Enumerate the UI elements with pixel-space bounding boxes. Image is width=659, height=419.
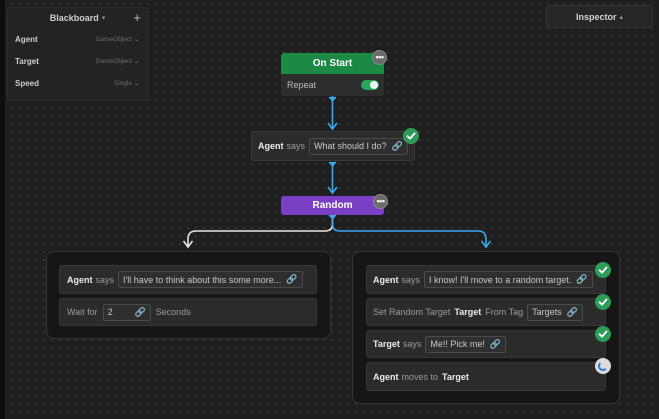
link-icon[interactable]: 🔗 [576,274,588,284]
blackboard-row-speed[interactable]: Speed Single⌄ [8,72,147,94]
wire-arrow [327,186,338,195]
verb-label: says [401,274,421,285]
success-check-icon [595,262,611,278]
blackboard-row-target[interactable]: Target GameObject⌄ [8,50,147,72]
link-icon[interactable]: 🔗 [391,140,403,151]
subject-label: Agent [373,371,399,382]
set-target-middle: From Tag [485,307,524,317]
variable-type: GameObject [95,35,132,43]
subject-label: Agent [258,141,284,151]
verb-label: says [95,274,115,285]
set-target-prefix: Set Random Target [373,307,451,317]
tag-field[interactable]: Targets 🔗 [527,303,583,321]
success-check-icon [595,294,611,310]
inspector-label: Inspector [575,11,617,22]
wait-node[interactable]: Wait for 2🔗 Seconds [59,298,317,326]
message-field[interactable]: I'll have to think about this some more.… [118,271,303,288]
wire-arrow [480,240,492,249]
variable-type-dropdown[interactable]: GameObject⌄ [95,58,139,65]
on-start-title: On Start [281,53,384,74]
wire-arrow-top [328,214,337,220]
wire-random-to-left [187,215,334,247]
on-start-body: Repeat [281,74,384,96]
chevron-down-icon: ⌄ [133,36,139,43]
random-node[interactable]: Random [281,196,384,215]
message-text: I know! I'll move to a random target. [429,274,572,285]
wire-arrow [327,122,338,131]
message-text: What should I do? [314,141,387,151]
add-variable-button[interactable]: + [133,10,141,25]
wait-duration-field[interactable]: 2🔗 [102,303,151,321]
check-icon [598,298,608,306]
set-target-keyword: Target [454,307,482,317]
message-field[interactable]: I know! I'll move to a random target. 🔗 [424,271,593,288]
wire-arrow [182,240,194,249]
variable-type-dropdown[interactable]: Single⌄ [114,80,139,87]
verb-label: moves to [401,371,439,382]
target-says-node[interactable]: Target says Me!! Pick me! 🔗 [366,330,606,358]
move-target-label: Target [442,371,469,382]
verb-label: says [402,339,422,349]
variable-name: Speed [15,78,40,88]
message-field[interactable]: Me!! Pick me! 🔗 [425,335,507,353]
link-icon[interactable]: 🔗 [134,306,146,317]
wire-arrow-top [328,96,337,102]
chevron-down-icon: ⌄ [133,58,139,65]
wire-random-to-right [331,215,487,247]
blackboard-title: Blackboard [49,13,99,23]
left-edge [0,0,5,419]
link-icon[interactable]: 🔗 [286,274,298,284]
toggle-knob [370,81,378,89]
running-spinner-icon [595,358,611,374]
link-icon[interactable]: 🔗 [489,338,502,349]
subject-label: Agent [373,274,399,285]
blackboard-row-agent[interactable]: Agent GameObject⌄ [8,28,147,50]
subject-label: Agent [67,274,93,285]
message-text: Me!! Pick me! [430,339,485,349]
message-text: I'll have to think about this some more.… [123,274,282,285]
wait-prefix: Wait for [67,307,98,317]
blackboard-header[interactable]: Blackboard ▾ + [8,8,147,28]
agent-says-node[interactable]: Agent says I'll have to think about this… [59,265,317,294]
repeat-label: Repeat [287,80,317,90]
blackboard-panel: Blackboard ▾ + Agent GameObject⌄ Target … [7,7,148,101]
chevron-down-icon: ▾ [101,15,106,22]
chevron-up-icon: ▴ [619,13,624,21]
success-check-icon [403,128,419,144]
tag-text: Targets [532,307,562,317]
agent-moves-node[interactable]: Agent moves to Target [366,362,606,391]
variable-type: GameObject [95,57,132,65]
message-field[interactable]: What should I do? 🔗 [309,137,408,155]
variable-type-dropdown[interactable]: GameObject⌄ [95,36,139,43]
check-icon [406,132,416,140]
subject-label: Target [373,339,400,349]
more-options-icon[interactable]: ••• [373,194,388,209]
spinner-arc [598,361,608,371]
more-options-icon[interactable]: ••• [372,50,387,65]
repeat-toggle[interactable] [361,80,379,90]
inspector-toggle[interactable]: Inspector ▴ [546,5,653,28]
wait-duration-value: 2 [107,307,113,317]
variable-name: Agent [15,34,38,44]
check-icon [598,330,608,338]
wait-suffix: Seconds [155,307,191,317]
on-start-node[interactable]: On Start Repeat [281,53,384,96]
variable-name: Target [15,56,39,66]
agent-says-node[interactable]: Agent says What should I do? 🔗 [251,131,415,161]
verb-label: says [286,141,306,151]
chevron-down-icon: ⌄ [133,80,139,87]
check-icon [598,266,608,274]
variable-type: Single [113,79,132,87]
link-icon[interactable]: 🔗 [566,306,578,317]
success-check-icon [595,326,611,342]
wire-arrow-top [328,161,337,167]
agent-says-node[interactable]: Agent says I know! I'll move to a random… [366,265,606,294]
set-random-target-node[interactable]: Set Random Target Target From Tag Target… [366,298,606,326]
